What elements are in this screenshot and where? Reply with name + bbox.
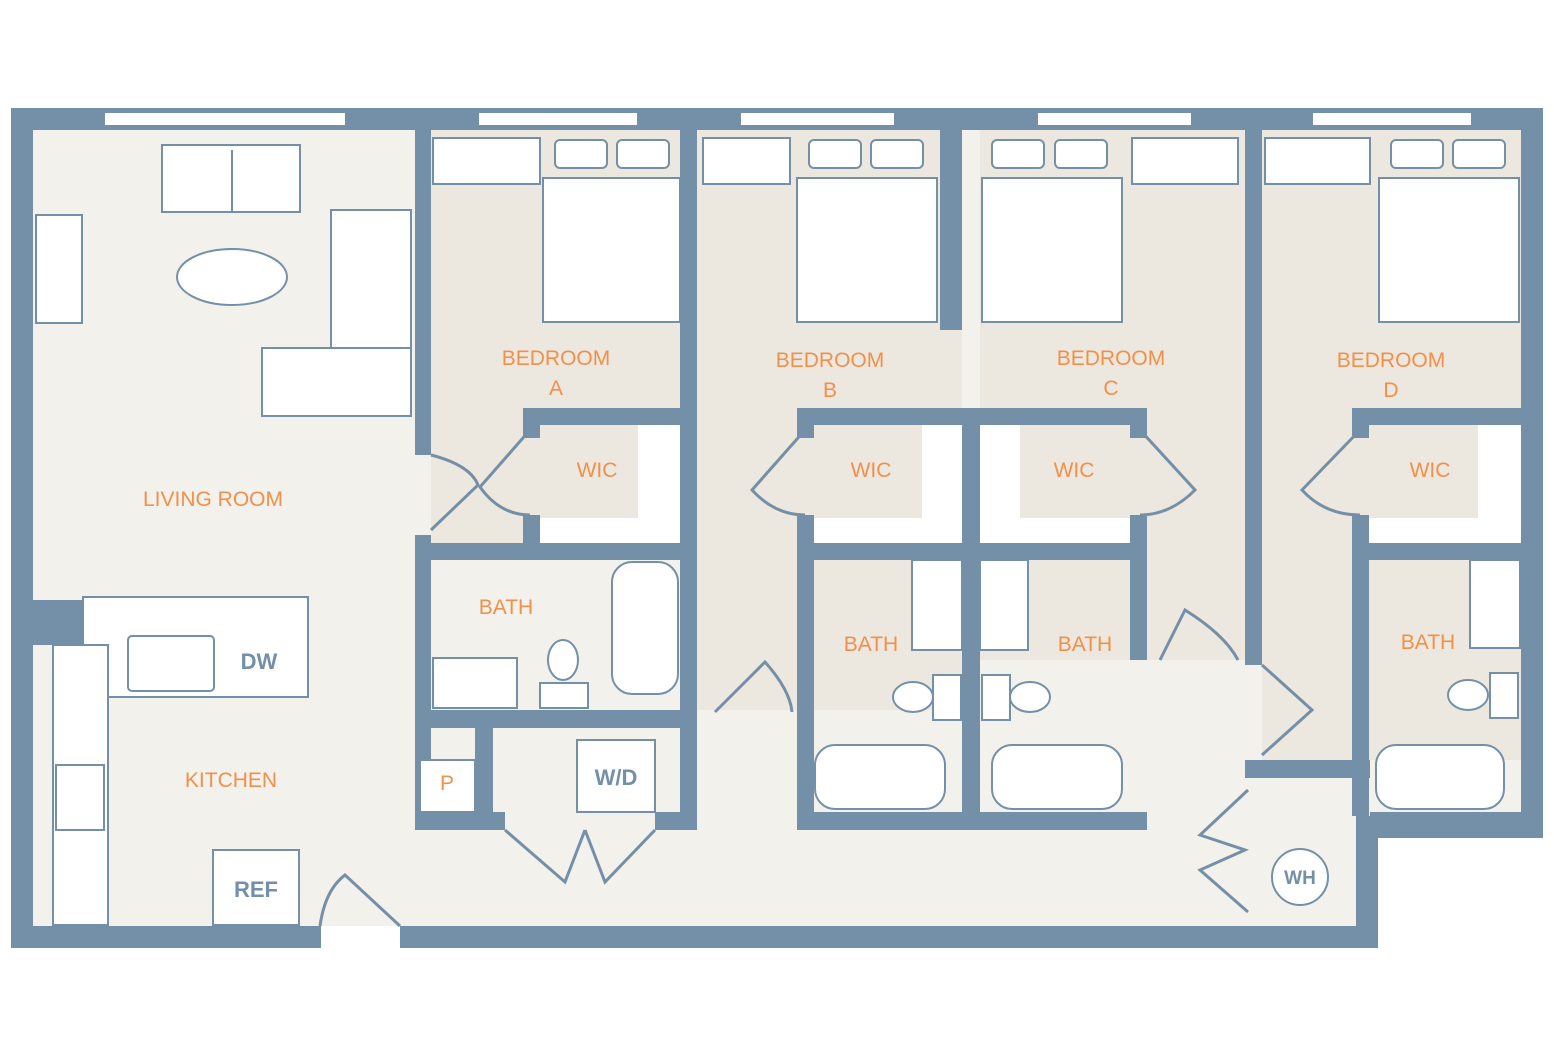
label-dishwasher: DW — [241, 649, 278, 674]
windows — [103, 111, 1473, 127]
label-living-room: LIVING ROOM — [143, 488, 283, 511]
label-washer-dryer: W/D — [595, 765, 638, 790]
label-wic-d: WIC — [1410, 459, 1451, 482]
label-bedroom-c-letter: C — [1103, 377, 1118, 400]
closet-shelves — [540, 425, 1521, 543]
label-bedroom-d: BEDROOM — [1337, 349, 1446, 372]
label-bath-b: BATH — [844, 633, 898, 656]
interior-walls — [415, 130, 1521, 830]
label-wic-a: WIC — [577, 459, 618, 482]
label-bedroom-b: BEDROOM — [776, 349, 885, 372]
label-refrigerator: REF — [234, 877, 278, 902]
furniture — [35, 137, 1521, 926]
label-bedroom-a-letter: A — [549, 377, 563, 400]
label-bath-a: BATH — [479, 596, 533, 619]
label-bath-d: BATH — [1401, 631, 1455, 654]
label-bedroom-a: BEDROOM — [502, 347, 611, 370]
label-water-heater: WH — [1284, 868, 1316, 889]
label-wic-c: WIC — [1054, 459, 1095, 482]
label-bedroom-b-letter: B — [823, 379, 837, 402]
door-swings — [318, 428, 1362, 928]
label-kitchen: KITCHEN — [185, 769, 277, 792]
label-bath-c: BATH — [1058, 633, 1112, 656]
label-bedroom-c: BEDROOM — [1057, 347, 1166, 370]
label-wic-b: WIC — [851, 459, 892, 482]
label-bedroom-d-letter: D — [1383, 379, 1398, 402]
label-pantry: P — [440, 772, 454, 795]
